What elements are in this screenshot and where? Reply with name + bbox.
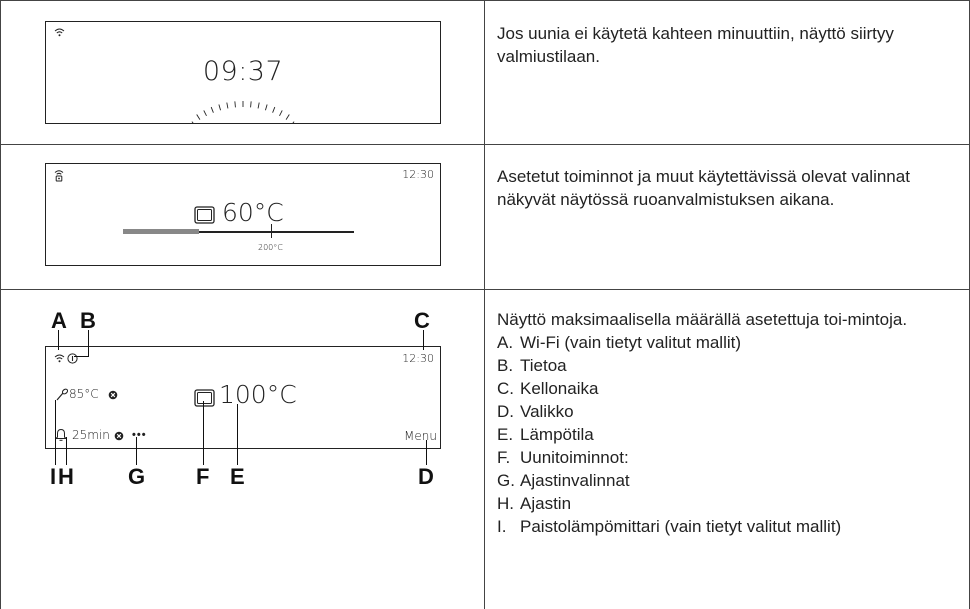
dial-tick — [196, 114, 201, 120]
legend-item: I.Paistolämpömittari (vain tietyt valitu… — [497, 517, 842, 536]
meat-probe-icon — [56, 388, 69, 401]
callout-line-e — [237, 404, 238, 465]
callout-i: I — [50, 464, 57, 489]
display-legend: A.Wi-Fi (vain tietyt valitut mallit) B.T… — [497, 331, 957, 538]
dial-tick — [226, 102, 229, 109]
row3-description: Näyttö maksimaalisella määrällä asetettu… — [497, 308, 957, 538]
callout-line-b — [88, 330, 89, 356]
row3-intro: Näyttö maksimaalisella määrällä asetettu… — [497, 310, 908, 329]
dial-tick — [257, 102, 260, 109]
callout-b: B — [80, 308, 96, 333]
target-temperature-marker — [271, 224, 272, 238]
callout-line-h — [66, 437, 67, 465]
callout-line-c — [423, 330, 424, 350]
full-display: 12:30 85°C 100°C 25min ••• Menu — [45, 346, 441, 449]
legend-item: D.Valikko — [497, 402, 574, 421]
callout-line-f — [203, 401, 204, 465]
row2-description: Asetetut toiminnot ja muut käytettävissä… — [497, 167, 910, 209]
cooking-display: 12:30 60°C 200°C — [45, 163, 441, 266]
callout-f: F — [196, 464, 210, 489]
callout-e: E — [230, 464, 245, 489]
callout-d: D — [418, 464, 434, 489]
row1-description: Jos uunia ei käytetä kahteen minuuttiin,… — [497, 24, 894, 66]
probe-clear-icon — [108, 390, 118, 400]
callout-line-b-foot — [74, 356, 89, 357]
table-row-divider-1 — [0, 144, 970, 145]
legend-item: H.Ajastin — [497, 494, 572, 513]
table-row-divider-2 — [0, 289, 970, 290]
cooking-temperature: 60°C — [222, 198, 284, 227]
legend-item: C.Kellonaika — [497, 379, 599, 398]
full-clock: 12:30 — [402, 352, 434, 365]
timer-clear-icon — [114, 431, 124, 441]
dial-tick — [264, 104, 268, 111]
callout-g: G — [128, 464, 146, 489]
callout-c: C — [414, 308, 430, 333]
dial-tick — [234, 101, 236, 108]
dial-tick — [279, 110, 283, 117]
oven-function-icon — [194, 389, 215, 407]
lock-wifi-icon — [54, 170, 64, 182]
legend-item: F.Uunitoiminnot: — [497, 448, 629, 467]
oven-function-icon — [194, 206, 215, 224]
table-column-divider — [484, 0, 485, 609]
standby-dial — [191, 101, 295, 123]
oven-temperature: 100°C — [219, 380, 297, 409]
dial-tick — [285, 114, 290, 120]
target-temperature-label: 200°C — [258, 243, 283, 252]
temperature-progress-fill — [123, 229, 199, 234]
callout-line-d — [426, 440, 427, 465]
wifi-icon — [54, 354, 65, 363]
callout-line-i — [55, 400, 56, 465]
dial-tick — [218, 104, 222, 111]
legend-item: G.Ajastinvalinnat — [497, 471, 630, 490]
dial-tick — [191, 121, 194, 123]
legend-item: E.Lämpötila — [497, 425, 594, 444]
table-border-left — [0, 0, 1, 609]
table-border-top — [0, 0, 970, 1]
dial-tick — [250, 101, 252, 108]
bell-icon — [55, 428, 67, 441]
legend-item: B.Tietoa — [497, 356, 567, 375]
dial-tick — [210, 106, 214, 113]
menu-label: Menu — [404, 429, 437, 443]
standby-clock: 09:37 — [202, 56, 284, 87]
cooking-clock: 12:30 — [402, 168, 434, 181]
dial-tick — [292, 121, 295, 123]
probe-temperature: 85°C — [69, 387, 99, 401]
standby-display: 09:37 — [45, 21, 441, 124]
temperature-progress-track — [123, 231, 354, 233]
legend-item: A.Wi-Fi (vain tietyt valitut mallit) — [497, 333, 742, 352]
callout-line-g — [136, 437, 137, 465]
dial-tick — [203, 110, 207, 117]
callout-a: A — [51, 308, 67, 333]
dial-tick — [272, 106, 276, 113]
callout-h: H — [58, 464, 74, 489]
timer-options-ellipsis: ••• — [132, 429, 147, 441]
wifi-icon — [54, 28, 65, 37]
callout-line-a — [58, 330, 59, 350]
info-icon — [67, 353, 78, 364]
timer-value: 25min — [72, 428, 110, 442]
